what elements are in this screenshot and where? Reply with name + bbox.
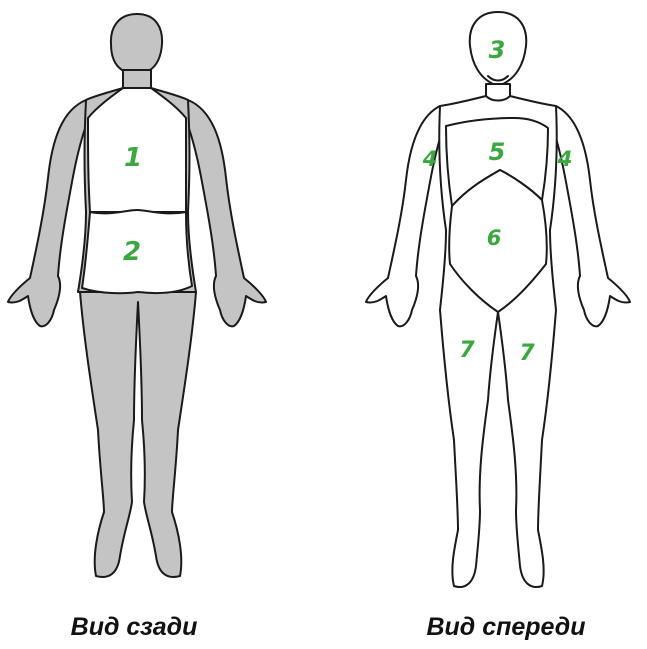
front-right-arm xyxy=(549,105,631,328)
front-zone-6-label: 6 xyxy=(487,226,502,250)
back-legs xyxy=(79,291,197,578)
front-zone-7-left-label: 7 xyxy=(459,338,475,363)
front-neck-line xyxy=(485,95,511,102)
front-zone-4-right-label: 4 xyxy=(557,147,573,171)
back-zone-2-area xyxy=(81,209,193,295)
back-view-figure xyxy=(7,13,267,578)
front-chin-line xyxy=(487,75,509,82)
front-zone-4-left-label: 4 xyxy=(422,147,438,171)
front-zone-6-area xyxy=(448,169,548,313)
front-zone-3-label: 3 xyxy=(489,36,506,64)
back-zone-2-label: 2 xyxy=(123,237,141,267)
front-view-figure xyxy=(365,11,631,588)
front-view-caption: Вид спереди xyxy=(426,613,585,641)
back-left-arm xyxy=(7,99,89,328)
back-view-caption: Вид сзади xyxy=(71,613,198,641)
back-head xyxy=(109,13,164,71)
front-left-arm xyxy=(365,105,447,328)
front-zone-7-right-label: 7 xyxy=(519,341,535,366)
back-zone-1-label: 1 xyxy=(124,143,142,173)
front-zone-5-label: 5 xyxy=(489,138,506,166)
back-right-arm xyxy=(185,99,267,328)
